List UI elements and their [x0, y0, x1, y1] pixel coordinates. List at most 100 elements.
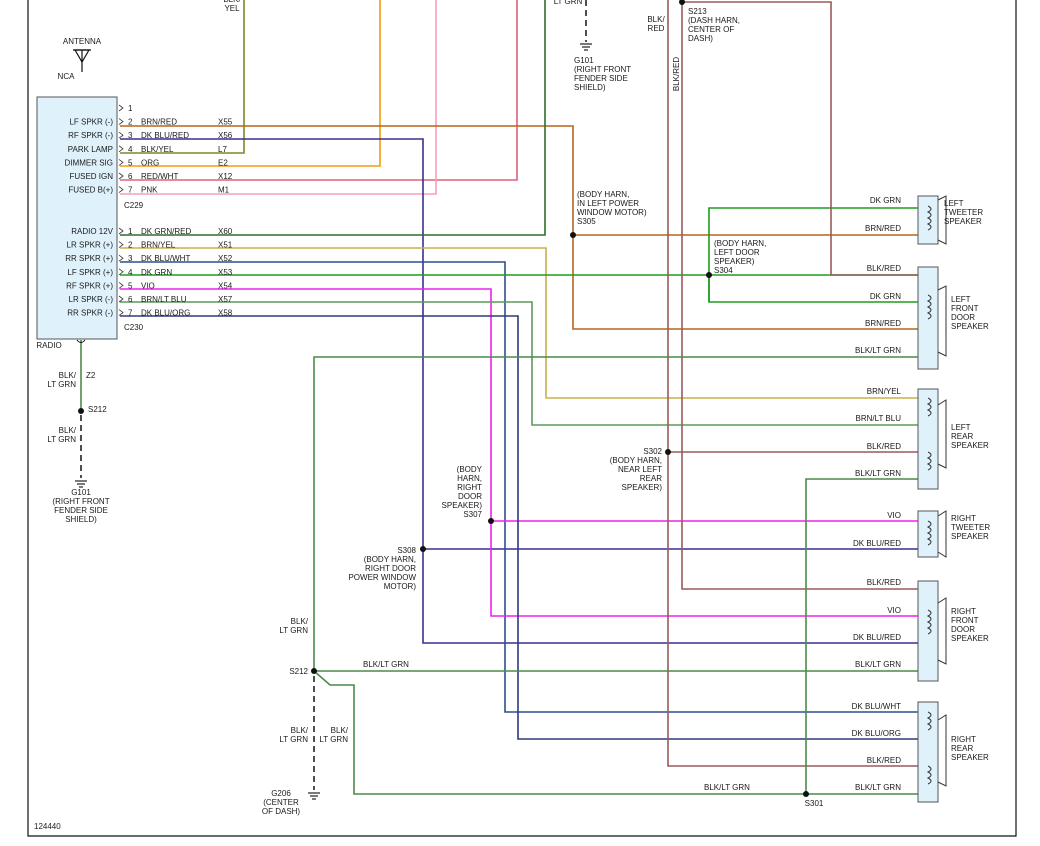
pin-name: LR SPKR (+): [67, 241, 114, 250]
pin-name: FUSED IGN: [69, 172, 113, 181]
wire-label: BLK/LT GRN: [279, 617, 308, 635]
speaker-wire-label: BLK/LT GRN: [855, 346, 901, 355]
wire-blk-lt-grn-left-front: [313, 356, 918, 671]
wire-blk-yel: [120, 0, 245, 154]
terminal-arrow-icon: [118, 227, 124, 235]
pin-name: LR SPKR (-): [69, 295, 114, 304]
wire-label: BLK/LT GRN: [363, 660, 409, 669]
right-front-door-box: [917, 580, 939, 682]
radio-module: [36, 96, 118, 340]
wire-color-label: ORG: [141, 158, 159, 167]
pin-number: 1: [128, 104, 133, 113]
speaker-wire-label: DK BLU/ORG: [852, 729, 901, 738]
circuit-code: E2: [218, 158, 228, 167]
wire-org: [120, 0, 381, 167]
splice-dot-s305: [570, 232, 576, 238]
wire-color-label: RED/WHT: [141, 172, 178, 181]
terminal-arrow-icon: [118, 104, 124, 112]
speaker-coil-icon: [926, 397, 947, 471]
wire-dk-blu-org: [120, 315, 918, 740]
pin-name: PARK LAMP: [68, 145, 113, 154]
speaker-wire-label: BLK/RED: [867, 442, 901, 451]
wire-label: BLK/RED: [647, 15, 665, 33]
wire-pnk: [120, 0, 437, 195]
speaker-wire-label: BLK/RED: [867, 264, 901, 273]
terminal-arrow-icon: [118, 268, 124, 276]
ground-icon: [75, 480, 87, 488]
pin-name: DIMMER SIG: [65, 158, 113, 167]
radio-ground-terminal-icon: [76, 339, 86, 343]
circuit-code: X54: [218, 281, 233, 290]
circuit-code: X52: [218, 254, 233, 263]
speaker-coil-icon: [926, 597, 947, 665]
wire-dk-blu-red: [120, 138, 918, 644]
speaker-coil-icon: [926, 510, 947, 558]
connector-label: C230: [124, 323, 144, 332]
ground-icon: [580, 43, 592, 51]
wire-blk-lt-grn-left-rear: [805, 478, 918, 794]
terminal-arrow-icon: [118, 241, 124, 248]
terminal-arrow-icon: [118, 172, 124, 180]
speaker-wire-label: DK GRN: [870, 196, 901, 205]
wire-brn-yel: [120, 247, 918, 399]
splice-label-s301: S301: [805, 799, 824, 808]
wire-label: BLK/LT GRN: [319, 726, 348, 744]
wire-red-wht: [120, 0, 518, 181]
wire-dk-grn-red: [120, 0, 546, 236]
pin-number: 3: [128, 254, 133, 263]
wire-label-top: BLK/YEL: [223, 0, 241, 13]
terminal-arrow-icon: [118, 282, 124, 289]
radio-ground-wire-label: BLK/LT GRN: [47, 426, 76, 444]
right-rear-box: [917, 701, 939, 803]
pin-name: FUSED B(+): [68, 186, 113, 195]
wire-label: BLK/LT GRN: [279, 726, 308, 744]
pin-name: RR SPKR (+): [65, 254, 113, 263]
pin-number: 4: [128, 268, 133, 277]
pin-number: 5: [128, 281, 133, 290]
speaker-boxes: [917, 195, 939, 803]
circuit-code: X12: [218, 172, 233, 181]
wire-label-top: LT GRN: [554, 0, 583, 6]
speaker-coil-icon: [926, 285, 947, 357]
speaker-wire-label: BLK/RED: [867, 756, 901, 765]
speaker-coils: [926, 195, 947, 787]
speaker-wire-label: BLK/LT GRN: [855, 783, 901, 792]
splice-dot-s301: [803, 791, 809, 797]
speaker-wire-label: VIO: [887, 511, 901, 520]
speaker-wire-label: DK BLU/RED: [853, 633, 901, 642]
radio-ground-id: G101: [71, 488, 91, 497]
pin-number: 6: [128, 295, 133, 304]
circuit-code: X58: [218, 309, 233, 318]
pin-number: 2: [128, 241, 133, 250]
wire-color-label: DK GRN/RED: [141, 227, 191, 236]
speaker-wire-label: BRN/RED: [865, 319, 901, 328]
circuit-code: M1: [218, 186, 230, 195]
pin-number: 7: [128, 309, 133, 318]
pin-name: RR SPKR (-): [67, 309, 113, 318]
wire-color-label: BRN/LT BLU: [141, 295, 187, 304]
circuit-code: X55: [218, 118, 233, 127]
wire-dk-blu-wht: [120, 261, 918, 713]
radio-ground-splice: S212: [88, 405, 107, 414]
splice-dot-s213: [679, 0, 685, 5]
nca-label: NCA: [58, 72, 76, 81]
wire-color-label: DK BLU/RED: [141, 131, 189, 140]
figure-id: 124440: [34, 822, 61, 831]
pin-name: LF SPKR (+): [67, 268, 113, 277]
speaker-wire-label: BLK/LT GRN: [855, 660, 901, 669]
speaker-wire-label: BRN/YEL: [867, 387, 902, 396]
pin-number: 7: [128, 186, 133, 195]
pin-name: RF SPKR (+): [66, 281, 113, 290]
terminal-arrow-icon: [118, 295, 124, 303]
pin-number: 3: [128, 131, 133, 140]
